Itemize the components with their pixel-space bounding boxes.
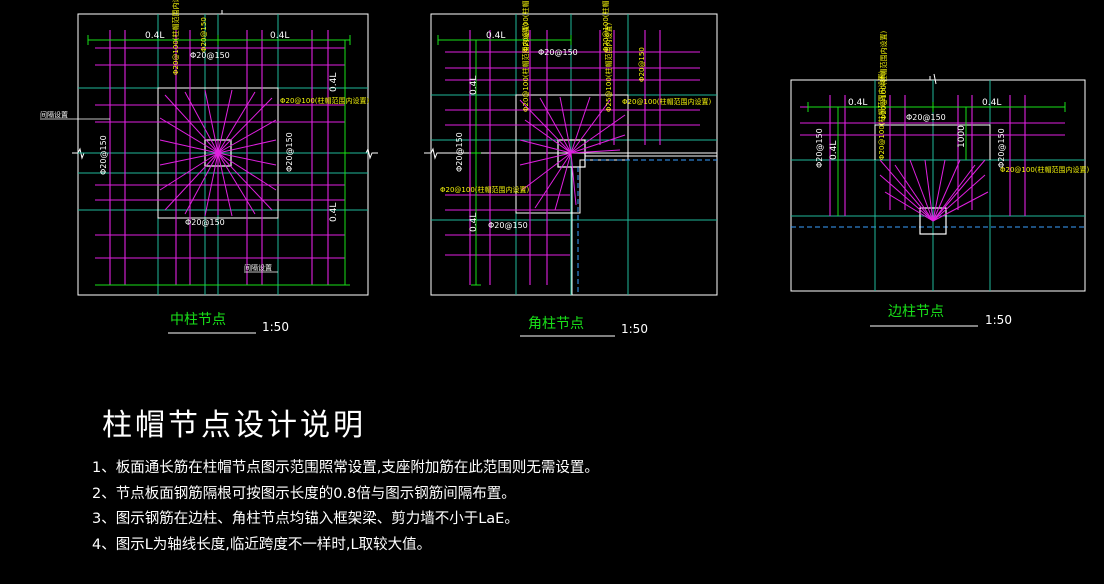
mc-radial-bar-15 [164,152,219,211]
ec-radial-bar-5 [924,159,934,222]
mc-rebar-bottom: Φ20@150 [185,218,225,227]
cc-radial-bar-14 [570,152,577,206]
mc-radial-bar-16 [159,152,219,191]
cc-dim-left-lower: 0.4L [469,213,479,232]
ec-dim-mid-vertical: 1000 [957,125,967,148]
mc-radial-bar-7 [217,139,277,154]
cc-dim-top: 0.4L [486,31,505,41]
ec-radial-bar-1 [879,174,934,222]
cc-rebar-top-b: Φ20@150 [538,48,578,57]
mc-rebar-right-yellow: Φ20@100(柱帽范围内设置) [280,96,370,105]
cc-radial-bar-7 [570,149,621,154]
ec-radial-bar-6 [932,159,946,222]
ec-rebar-top-yellow: Φ20@100(柱帽范围内设置) [879,30,888,120]
ec-rebar-top: Φ20@150 [906,113,946,122]
mc-rebar-left-vertical: Φ20@150 [99,135,108,175]
cc-rebar-top-d: Φ20@150 [638,47,646,82]
cc-radial-bar-12 [534,152,572,209]
mc-radial-bar-18 [159,139,219,154]
ec-rebar-center-vertical: Φ20@100(柱帽范围内设置) [877,70,886,160]
mc-radial-bar-9 [217,152,277,191]
mc-dim-right-upper: 0.4L [329,73,339,92]
note-item-3: 3、图示钢筋在边柱、角柱节点均锚入框架梁、剪力墙不小于LaE。 [92,511,519,527]
mc-dim-right-lower: 0.4L [329,203,339,222]
ec-dim-left-vertical: 0.4L [829,141,839,160]
ec-radial-bar-0 [879,159,934,222]
mc-radial-bar-6 [217,119,277,154]
cc-scale: 1:50 [621,322,648,336]
mc-dim-right-top: 0.4L [270,31,289,41]
cc-radial-bar-1 [539,97,572,154]
ec-dim-right: 0.4L [982,98,1001,108]
cc-radial-bar-10 [519,152,572,166]
mc-radial-bar-10 [217,152,273,211]
ec-scale: 1:50 [985,313,1012,327]
ec-radial-bar-10 [932,191,989,222]
ec-radial-bar-11 [932,159,986,222]
mc-radial-bar-17 [159,152,219,166]
ec-radial-bar-8 [932,164,976,222]
mc-radial-bar-3 [217,89,233,154]
cc-radial-bar-6 [570,134,626,154]
mc-radial-bar-13 [204,152,219,217]
note-item-4: 4、图示L为轴线长度,临近跨度不一样时,L取较大值。 [92,536,432,553]
mc-radial-bar-14 [184,152,219,215]
ec-radial-bar-9 [932,174,986,222]
cc-rebar-bottom: Φ20@150 [488,221,528,230]
cc-radial-bar-5 [570,114,626,154]
note-item-2: 2、节点板面钢筋隔根可按图示长度的0.8倍与图示钢筋间隔布置。 [92,485,516,502]
cc-rebar-vertical-mid: Φ25@100(柱帽范围内设置) [604,22,613,112]
cc-radial-bar-8 [524,119,572,154]
cc-radial-bar-9 [519,139,572,154]
mc-note-left: 间隔设置 [40,110,68,119]
corner-column-node: 0.4L 0.4L 0.4L Φ20@100(柱帽范围内设置) Φ20@150 … [424,0,718,337]
mc-dim-left-top: 0.4L [145,31,164,41]
mc-radial-bar-19 [159,117,219,154]
mc-radial-bar-1 [184,91,219,154]
cc-rebar-left-yellow: Φ20@100(柱帽范围内设置) [440,185,530,194]
ec-title: 边柱节点 [888,304,944,320]
edge-column-node: 0.4L 0.4L 0.4L 1000 Φ20@100(柱帽范围内设置) Φ20… [790,30,1090,327]
mc-note-bottom: 间隔设置 [244,263,272,272]
notes-title: 柱帽节点设计说明 [102,408,366,443]
cc-rebar-vertical-left: Φ20@100(柱帽范围内设置) [521,22,530,112]
cc-rebar-left-vertical: Φ20@150 [455,132,464,172]
cc-rebar-top-a: Φ20@100(柱帽范围内设置) [521,0,530,52]
mc-title: 中柱节点 [170,312,226,328]
cc-radial-bar-3 [570,96,591,154]
ec-rebar-left: Φ20@150 [815,128,824,168]
note-item-1: 1、板面通长筋在柱帽节点图示范围照常设置,支座附加筋在此范围则无需设置。 [92,460,599,476]
ec-radial-bar-3 [894,164,934,222]
mc-rebar-vertical-top-a: Φ20@100(柱帽范围内设置) [171,0,180,75]
ec-radial-bar-7 [932,159,961,222]
middle-column-node: 0.4L 0.4L 0.4L 0.4L Φ20@100(柱帽范围内设置) Φ20… [40,0,378,334]
mc-radial-bar-0 [164,94,219,154]
ec-radial-bar-4 [909,159,934,222]
cc-title: 角柱节点 [528,316,584,332]
mc-rebar-vertical-top-b: Φ20@150 [200,17,208,52]
mc-radial-bar-12 [217,152,233,217]
cc-rebar-top-c: Φ20@100(柱帽范围内设置) [601,0,610,52]
cc-radial-bar-13 [554,152,572,211]
cc-radial-bar-4 [570,99,611,154]
cc-radial-bar-2 [559,96,572,154]
mc-radial-bar-11 [217,152,256,215]
design-notes: 柱帽节点设计说明 1、板面通长筋在柱帽节点图示范围照常设置,支座附加筋在此范围则… [92,400,912,558]
ec-rebar-right: Φ20@150 [997,128,1006,168]
ec-radial-bar-2 [884,191,934,222]
mc-radial-bar-8 [217,152,277,166]
mc-rebar-horizontal-top: Φ20@150 [190,51,230,60]
ec-dim-left: 0.4L [848,98,867,108]
cc-rebar-right-yellow: Φ20@100(柱帽范围内设置) [622,97,712,106]
mc-scale: 1:50 [262,320,289,334]
ec-rebar-right-yellow: Φ20@100(柱帽范围内设置) [1000,165,1090,174]
mc-rebar-inner-right: Φ20@150 [285,132,294,172]
mc-radial-bar-4 [217,91,256,154]
cc-dim-left-upper: 0.4L [469,76,479,95]
mc-radial-bar-2 [204,89,219,154]
cc-radial-bar-11 [521,152,572,191]
mc-radial-bar-5 [217,97,273,154]
cc-radial-bar-0 [519,99,572,154]
